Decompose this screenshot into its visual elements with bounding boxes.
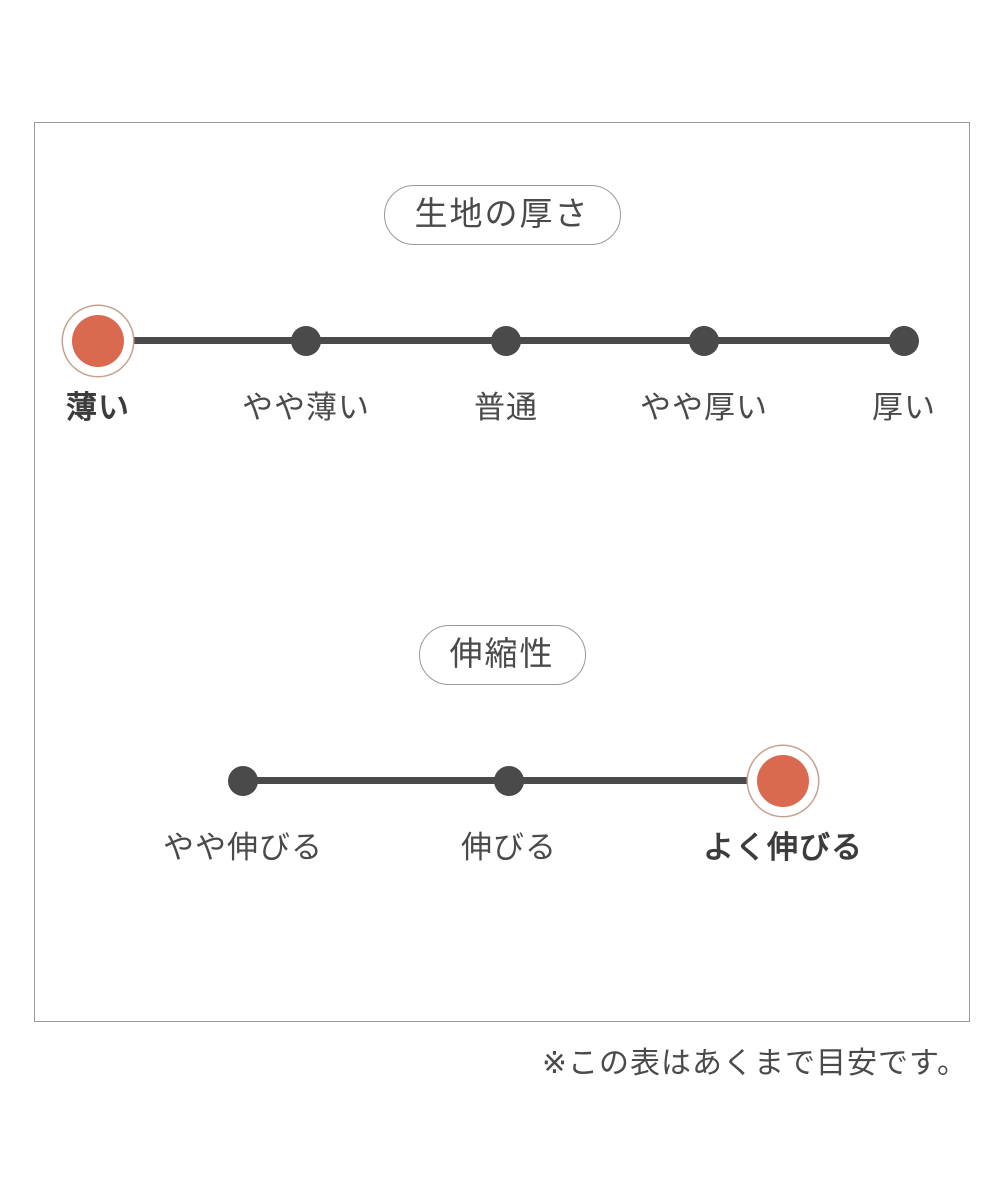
scale-section-stretch: 伸縮性 やや伸びる 伸びる よく伸びる	[35, 625, 969, 903]
section-title-thickness: 生地の厚さ	[383, 185, 621, 245]
selected-dot-icon-stretch-2	[757, 755, 809, 807]
scale-section-thickness: 生地の厚さ 薄い やや薄い 普通 やや厚い 厚い	[35, 185, 969, 463]
scale-track-stretch: やや伸びる 伸びる よく伸びる	[35, 755, 969, 903]
scale-label-thickness-0: 薄い	[66, 390, 130, 425]
pill-wrap-thickness: 生地の厚さ	[35, 185, 969, 245]
dot-icon-thickness-3	[689, 326, 719, 356]
scale-label-stretch-0: やや伸びる	[163, 830, 323, 865]
dot-icon-thickness-4	[889, 326, 919, 356]
scale-label-thickness-1: やや薄い	[242, 390, 370, 425]
section-title-stretch: 伸縮性	[418, 625, 586, 685]
scale-track-thickness: 薄い やや薄い 普通 やや厚い 厚い	[35, 315, 969, 463]
dot-icon-stretch-1	[494, 766, 524, 796]
scale-label-stretch-1: 伸びる	[461, 830, 557, 865]
selected-dot-icon-thickness-0	[72, 315, 124, 367]
footnote-text: ※この表はあくまで目安です。	[541, 1047, 968, 1080]
pill-wrap-stretch: 伸縮性	[35, 625, 969, 685]
dot-icon-stretch-0	[228, 766, 258, 796]
scale-label-thickness-2: 普通	[474, 390, 538, 425]
dot-icon-thickness-2	[491, 326, 521, 356]
scale-label-thickness-3: やや厚い	[640, 390, 768, 425]
attribute-chart-frame: 生地の厚さ 薄い やや薄い 普通 やや厚い 厚い 伸縮性 やや伸びる 伸びる よく伸びる	[34, 122, 970, 1022]
scale-label-stretch-2: よく伸びる	[703, 830, 863, 865]
scale-label-thickness-4: 厚い	[872, 390, 936, 425]
dot-icon-thickness-1	[291, 326, 321, 356]
